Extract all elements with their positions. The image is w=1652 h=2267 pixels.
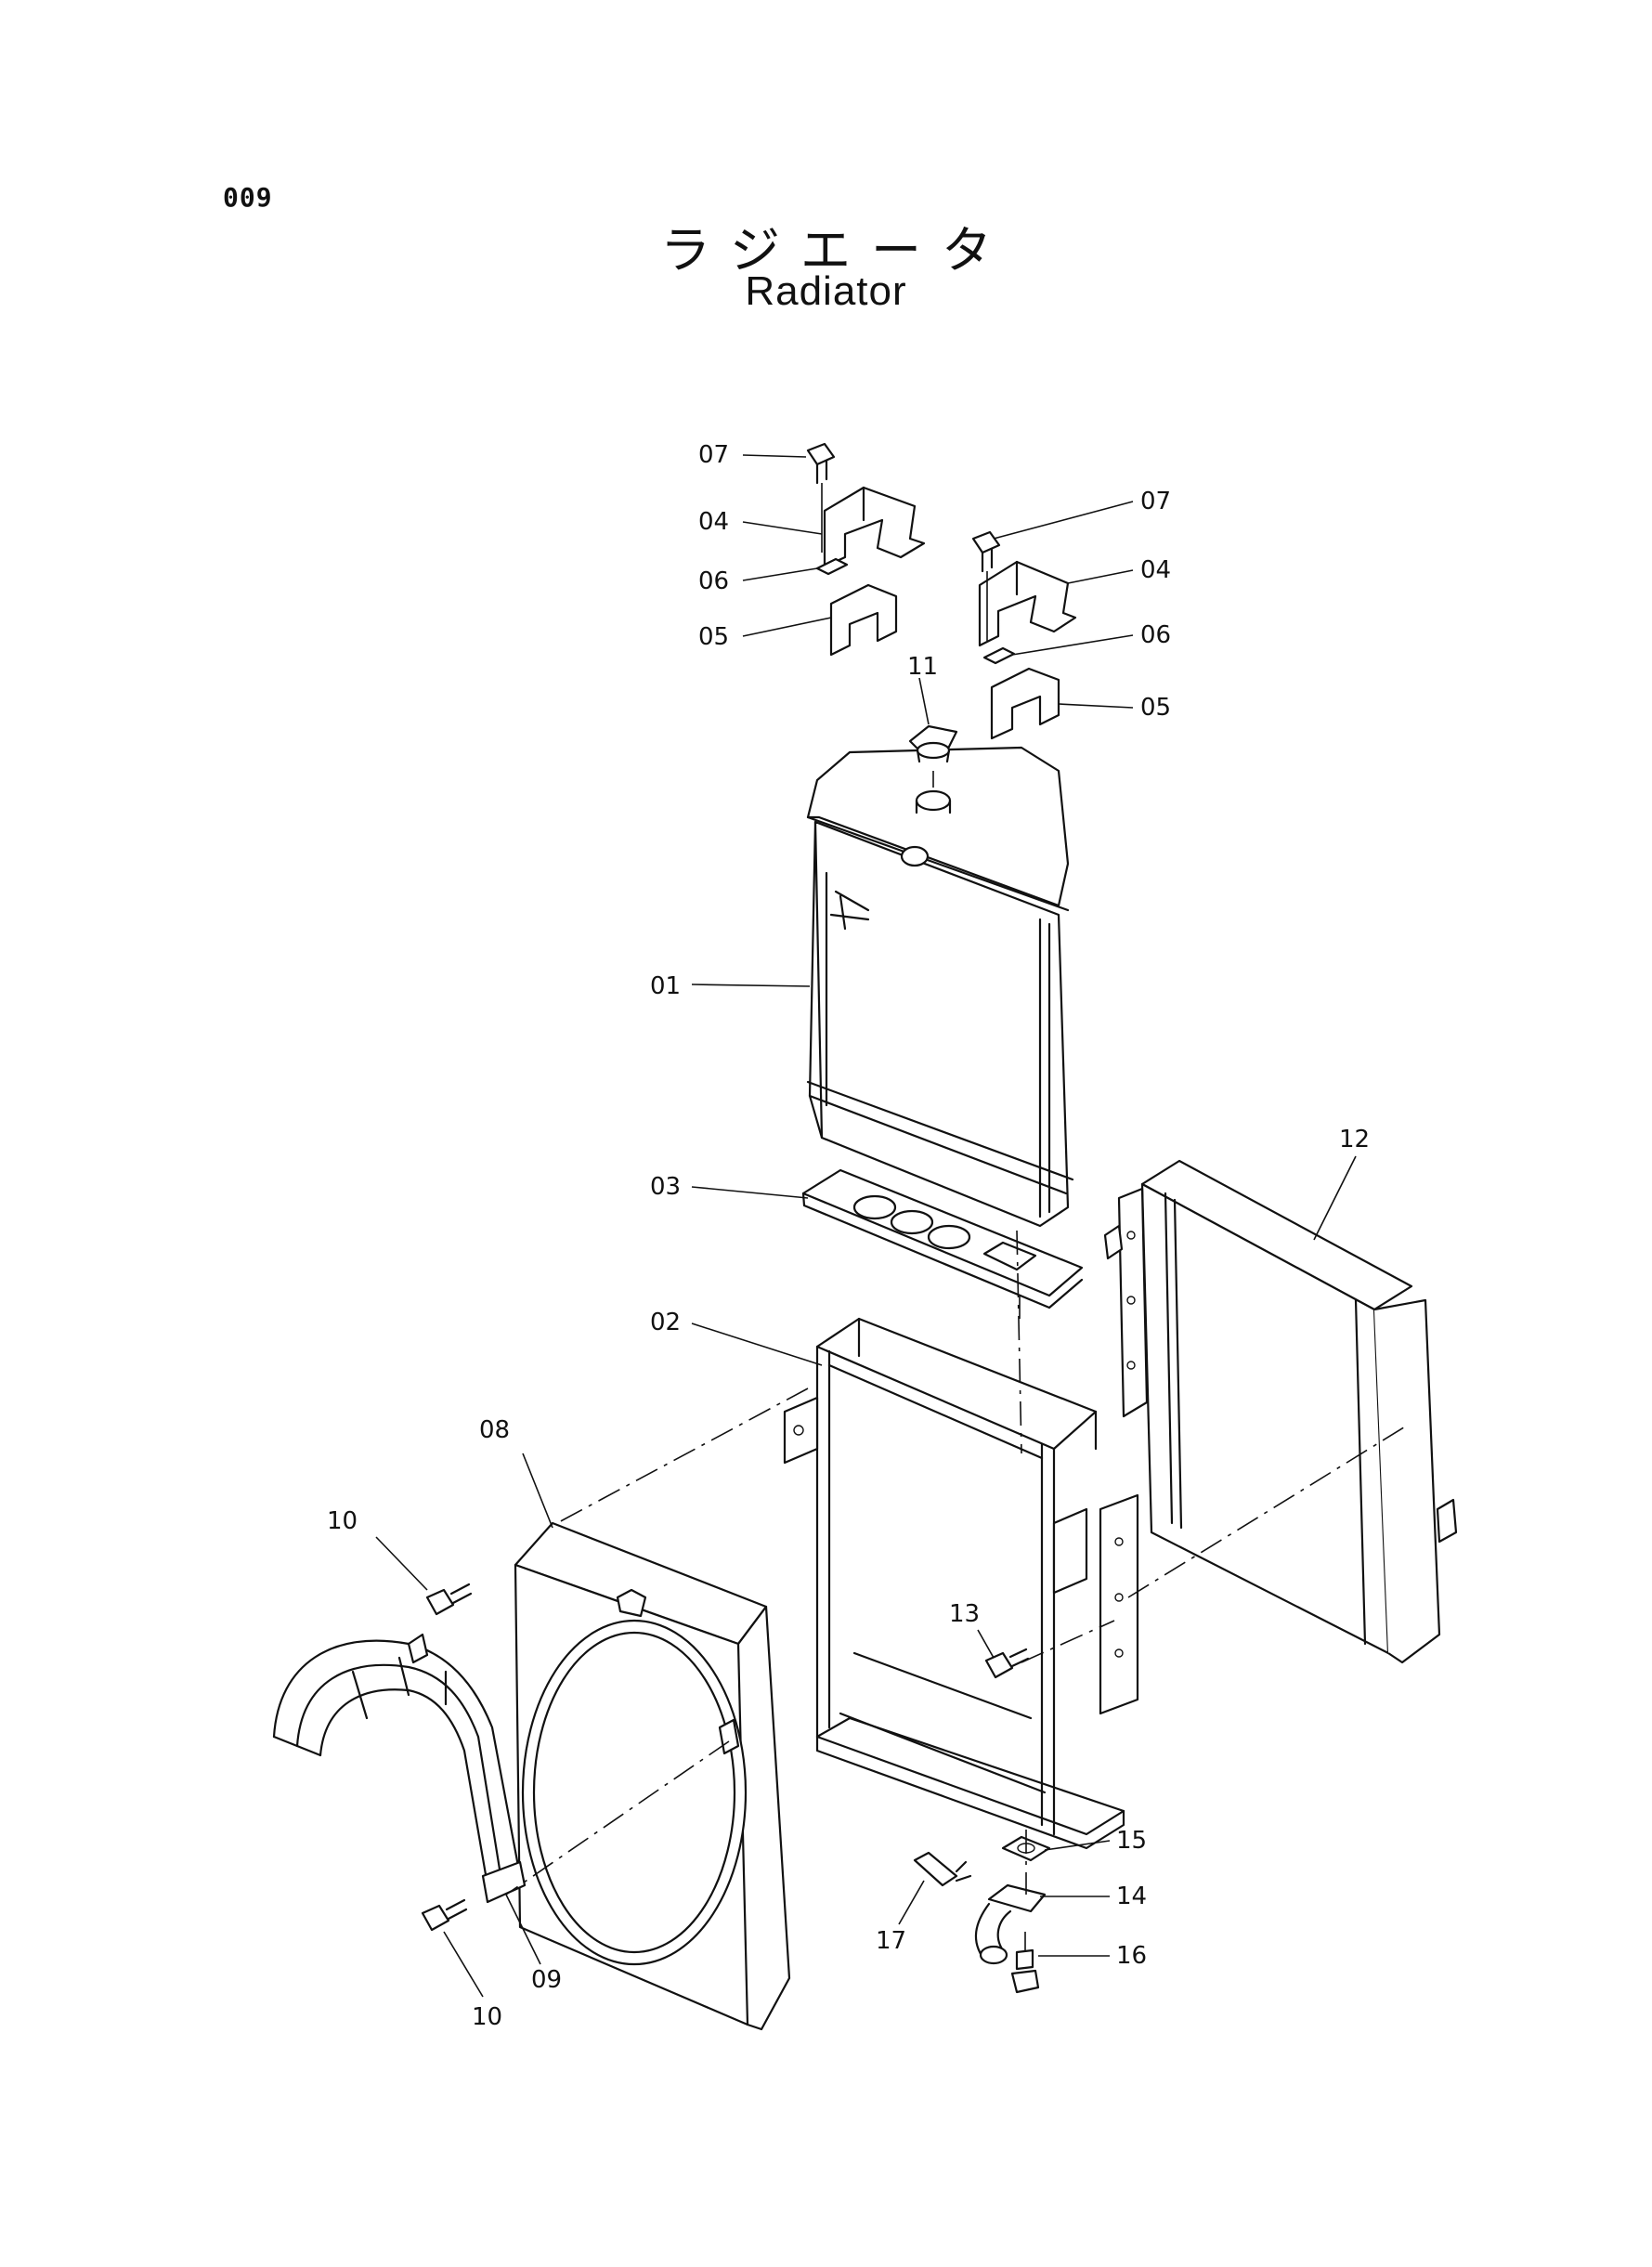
- part-11-radiator-cap: [908, 724, 958, 788]
- callout-15: 15: [1116, 1827, 1147, 1855]
- part-17-drain-cock: [913, 1851, 972, 1887]
- part-13-bolt: [984, 1648, 1030, 1679]
- callout-16: 16: [1116, 1942, 1147, 1970]
- part-09-fan-guard: [272, 1633, 527, 1904]
- callout-02: 02: [650, 1309, 681, 1336]
- callout-12: 12: [1339, 1126, 1370, 1153]
- part-08-fan-shroud: [514, 1521, 791, 2031]
- assembly-guide-lines: [505, 1230, 1408, 1896]
- title-japanese: ラジエータ: [660, 221, 1012, 280]
- part-07-bolt-right: [971, 530, 1001, 641]
- part-02-frame: [783, 1317, 1139, 1850]
- leader-lines: [375, 454, 1357, 1998]
- part-05-cushion-right: [990, 667, 1060, 740]
- callout-06b: 06: [1140, 621, 1171, 649]
- callout-07b: 07: [1140, 488, 1171, 515]
- callout-04a: 04: [698, 508, 729, 536]
- part-07-bolt-left: [806, 442, 836, 553]
- callout-10a: 10: [327, 1507, 358, 1535]
- part-06-washer-left: [815, 557, 849, 576]
- part-05-cushion-left: [829, 583, 898, 657]
- part-06-washer-right: [982, 646, 1016, 665]
- callout-06a: 06: [698, 567, 729, 595]
- part-03-gasket-plate: [801, 1168, 1084, 1309]
- callout-03: 03: [650, 1173, 681, 1201]
- callout-13: 13: [949, 1600, 980, 1628]
- callout-01: 01: [650, 972, 681, 1000]
- title-english: Radiator: [745, 268, 907, 314]
- part-14-elbow: [974, 1883, 1047, 1965]
- callout-04b: 04: [1140, 556, 1171, 584]
- part-10-bolt-upper: [425, 1583, 473, 1616]
- callout-14: 14: [1116, 1883, 1147, 1910]
- callout-17: 17: [876, 1927, 906, 1955]
- callout-05a: 05: [698, 623, 729, 651]
- part-04-bracket-right: [978, 560, 1077, 647]
- part-16-drain-plug: [1010, 1932, 1040, 1994]
- callout-08: 08: [479, 1416, 510, 1444]
- callout-10b: 10: [472, 2003, 502, 2031]
- part-12-oil-cooler: [1103, 1159, 1458, 1664]
- callout-07a: 07: [698, 441, 729, 469]
- page-number: 009: [223, 182, 273, 213]
- callout-labels: 07 04 06 05 07 04 06 05 11 01 03 02 12 0…: [327, 441, 1370, 2031]
- callout-09: 09: [531, 1966, 562, 1994]
- callout-05b: 05: [1140, 694, 1171, 722]
- callout-11: 11: [907, 653, 938, 681]
- part-01-radiator-core: [806, 746, 1074, 1228]
- part-10-bolt-lower: [421, 1898, 468, 1932]
- part-04-bracket-left: [823, 486, 926, 568]
